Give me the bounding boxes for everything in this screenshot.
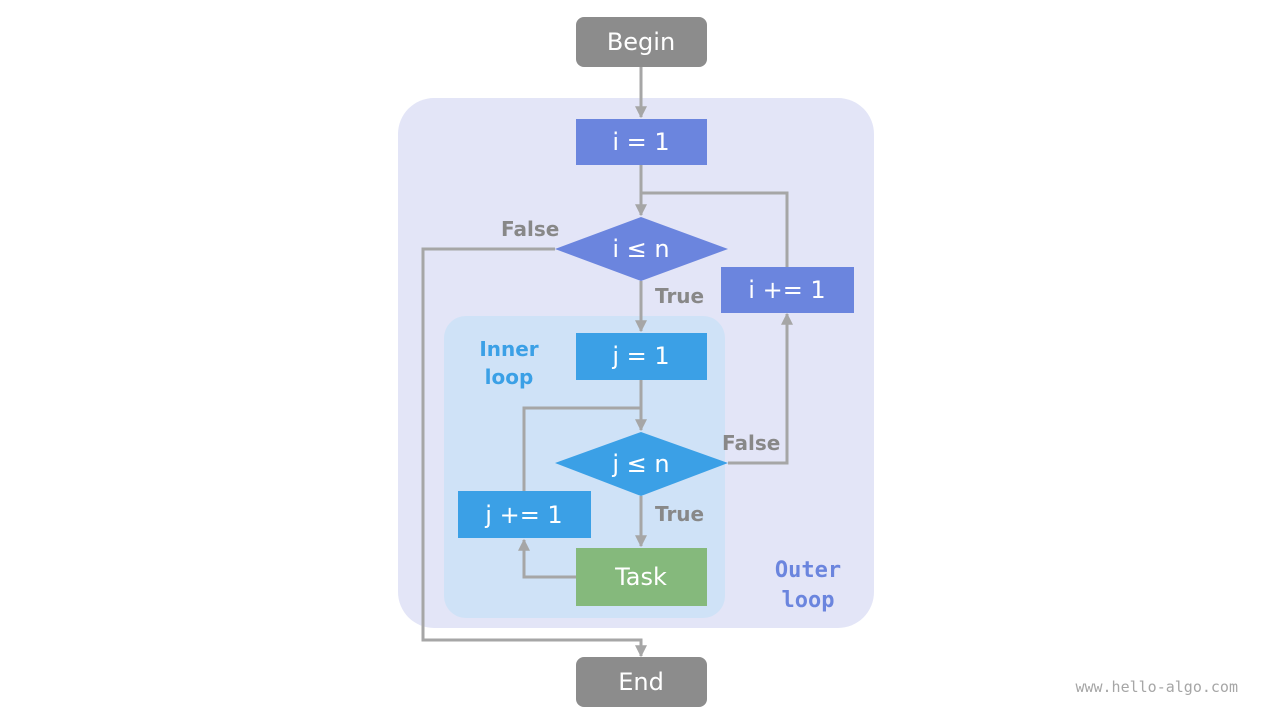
outer-loop-label-line-1: Outer [775, 558, 841, 583]
i-increment-node [721, 267, 854, 313]
j-condition-label: j ≤ n [611, 450, 669, 478]
i-init-node [576, 119, 707, 165]
i-init-label: i = 1 [612, 128, 669, 156]
j-increment-node [458, 491, 591, 538]
inner-loop-label-line-2: loop [485, 365, 534, 389]
j-init-node [576, 333, 707, 380]
edge-j-cond-false-to-i-inc [728, 312, 793, 465]
watermark: www.hello-algo.com [1075, 678, 1238, 696]
j-true-label: True [655, 502, 704, 526]
i-false-label: False [501, 217, 559, 241]
i-condition-label: i ≤ n [612, 235, 669, 263]
inner-loop-label-line-1: Inner [479, 337, 538, 361]
edge-task-to-j-inc [518, 538, 576, 579]
outer-loop-label-line-2: loop [782, 588, 835, 613]
i-increment-label: i += 1 [748, 276, 825, 304]
edges [421, 67, 793, 658]
i-condition-node [555, 217, 728, 281]
i-true-label: True [655, 284, 704, 308]
edge-i-inc-to-i-cond [641, 191, 789, 267]
task-label: Task [614, 563, 667, 591]
begin-label: Begin [607, 28, 675, 56]
end-node [576, 657, 707, 707]
j-false-label: False [722, 431, 780, 455]
end-label: End [618, 668, 664, 696]
task-node [576, 548, 707, 606]
begin-node [576, 17, 707, 67]
j-condition-node [555, 432, 728, 496]
edge-j-inc-to-j-cond [522, 406, 641, 491]
edge-i-cond-false-to-end [421, 247, 647, 658]
j-increment-label: j += 1 [484, 501, 562, 529]
j-init-label: j = 1 [611, 342, 669, 370]
